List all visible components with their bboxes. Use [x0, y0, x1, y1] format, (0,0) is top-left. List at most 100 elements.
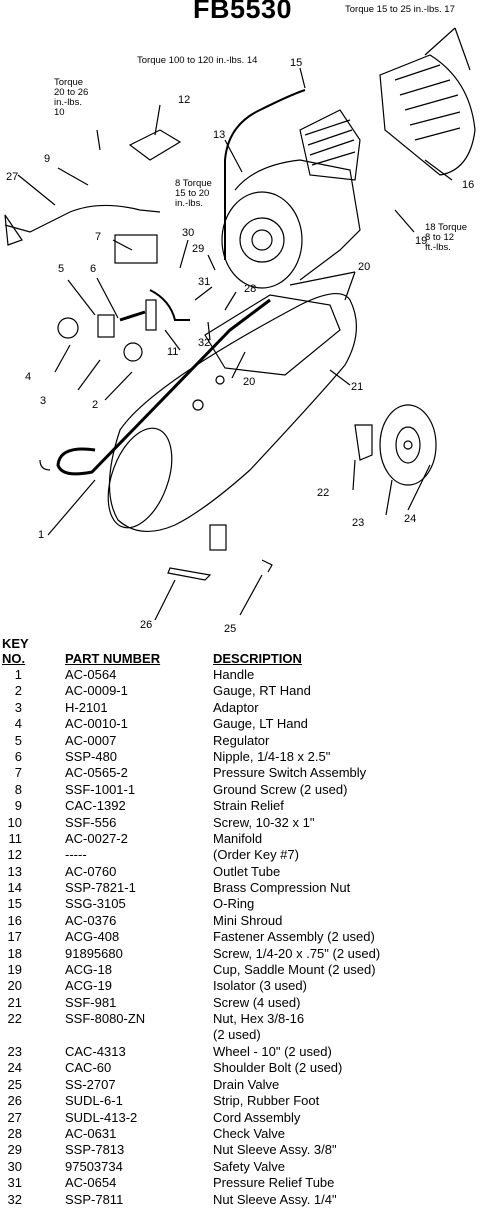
part-number: SSP-7811 [65, 1191, 124, 1207]
page-title: FB5530 [192, 0, 293, 24]
part-number: SSF-8080-ZN [65, 1011, 146, 1027]
part-description: Fastener Assembly (2 used) [213, 929, 375, 945]
key-heading: KEY [2, 636, 29, 651]
part-description: Ground Screw (2 used) [213, 781, 348, 797]
column-header-description: DESCRIPTION [213, 651, 302, 666]
key-number: 22 [7, 1011, 22, 1027]
part-number: AC-0376 [65, 912, 117, 928]
column-header-part-number: PART NUMBER [65, 651, 161, 666]
part-number: ----- [65, 847, 87, 863]
key-number: 24 [7, 1060, 22, 1076]
key-number: 9 [14, 798, 22, 814]
part-description: Screw, 10-32 x 1" [213, 814, 315, 830]
part-description: Check Valve [213, 1125, 286, 1141]
part-number: SUDL-6-1 [65, 1093, 123, 1109]
key-number: 19 [7, 962, 22, 978]
callout: 6 [90, 263, 96, 275]
callout: 7 [95, 231, 101, 243]
key-number: 23 [7, 1044, 22, 1059]
key-number: 7 [14, 765, 22, 781]
mini-shroud-illustration [379, 54, 476, 176]
part-description: Screw (4 used) [213, 994, 301, 1010]
part-number: AC-0760 [65, 863, 117, 879]
part-number: AC-0010-1 [65, 716, 128, 732]
part-number: SSF-1001-1 [65, 781, 136, 797]
pressure-switch-illustration [114, 234, 158, 264]
callout: 20 [358, 261, 370, 273]
callout: 24 [404, 513, 416, 525]
part-number: SSF-556 [65, 814, 117, 830]
part-number: AC-0564 [65, 667, 117, 682]
part-description: Nipple, 1/4-18 x 2.5" [213, 748, 331, 764]
torque-label-14: Torque 100 to 120 in.-lbs. 14 [137, 55, 257, 66]
part-number: AC-0009-1 [65, 683, 128, 699]
callout: 23 [352, 517, 364, 529]
part-number: 91895680 [65, 945, 123, 961]
callout: 15 [290, 57, 302, 69]
part-number: H-2101 [65, 699, 108, 715]
motor-pump-illustration [221, 109, 361, 289]
saddle-mount-illustration [204, 294, 341, 376]
part-number: SS-2707 [65, 1076, 116, 1092]
part-number: SUDL-413-2 [65, 1109, 138, 1125]
callout: 22 [317, 487, 329, 499]
part-description: Shoulder Bolt (2 used) [213, 1060, 343, 1076]
key-number: 5 [14, 732, 22, 748]
callout: 31 [198, 276, 210, 288]
part-description: Handle [213, 667, 255, 682]
callout-numbers: 1 2 3 4 5 6 7 9 11 12 13 15 16 19 20 20 … [6, 57, 474, 635]
part-number: CAC-60 [65, 1060, 112, 1076]
part-description: Gauge, LT Hand [213, 716, 308, 732]
callout: 32 [198, 337, 210, 349]
key-number: 1 [14, 667, 22, 682]
callout: 3 [40, 395, 46, 407]
part-description: O-Ring [213, 896, 255, 912]
key-number: 31 [7, 1175, 22, 1191]
tank-illustration [107, 293, 358, 551]
part-number: SSF-981 [65, 994, 117, 1010]
part-description: Pressure Relief Tube [213, 1175, 335, 1191]
part-number: ACG-18 [65, 962, 112, 978]
key-number: 4 [14, 716, 22, 732]
part-description: Screw, 1/4-20 x .75" (2 used) [213, 945, 381, 961]
gauge-lt-illustration [57, 317, 79, 339]
parts-row: 12-----(Order Key #7) [0, 847, 485, 863]
part-description: Drain Valve [213, 1076, 280, 1092]
callout: 12 [178, 94, 190, 106]
callout: 5 [58, 263, 64, 275]
part-number: AC-0631 [65, 1125, 117, 1141]
callout: 21 [351, 381, 363, 393]
wheel-illustration [354, 404, 437, 486]
parts-row: 18 91895680 Screw, 1/4-20 x .75" (2 used) [0, 946, 485, 962]
part-description: Gauge, RT Hand [213, 683, 311, 699]
column-header-no: NO. [2, 651, 26, 666]
key-number: 16 [7, 912, 22, 928]
part-description: Isolator (3 used) [213, 978, 307, 994]
key-number: 18 [7, 945, 22, 961]
part-number: AC-0027-2 [65, 830, 128, 846]
parts-row: 8 SSF-1001-1 Ground Screw (2 used) [0, 782, 485, 798]
part-number: ACG-19 [65, 978, 112, 994]
part-description: Nut Sleeve Assy. 3/8" [213, 1142, 337, 1158]
part-description: Safety Valve [213, 1158, 286, 1174]
callout: 20 [243, 376, 255, 388]
part-number: AC-0565-2 [65, 765, 128, 781]
key-number: 8 [14, 781, 22, 797]
